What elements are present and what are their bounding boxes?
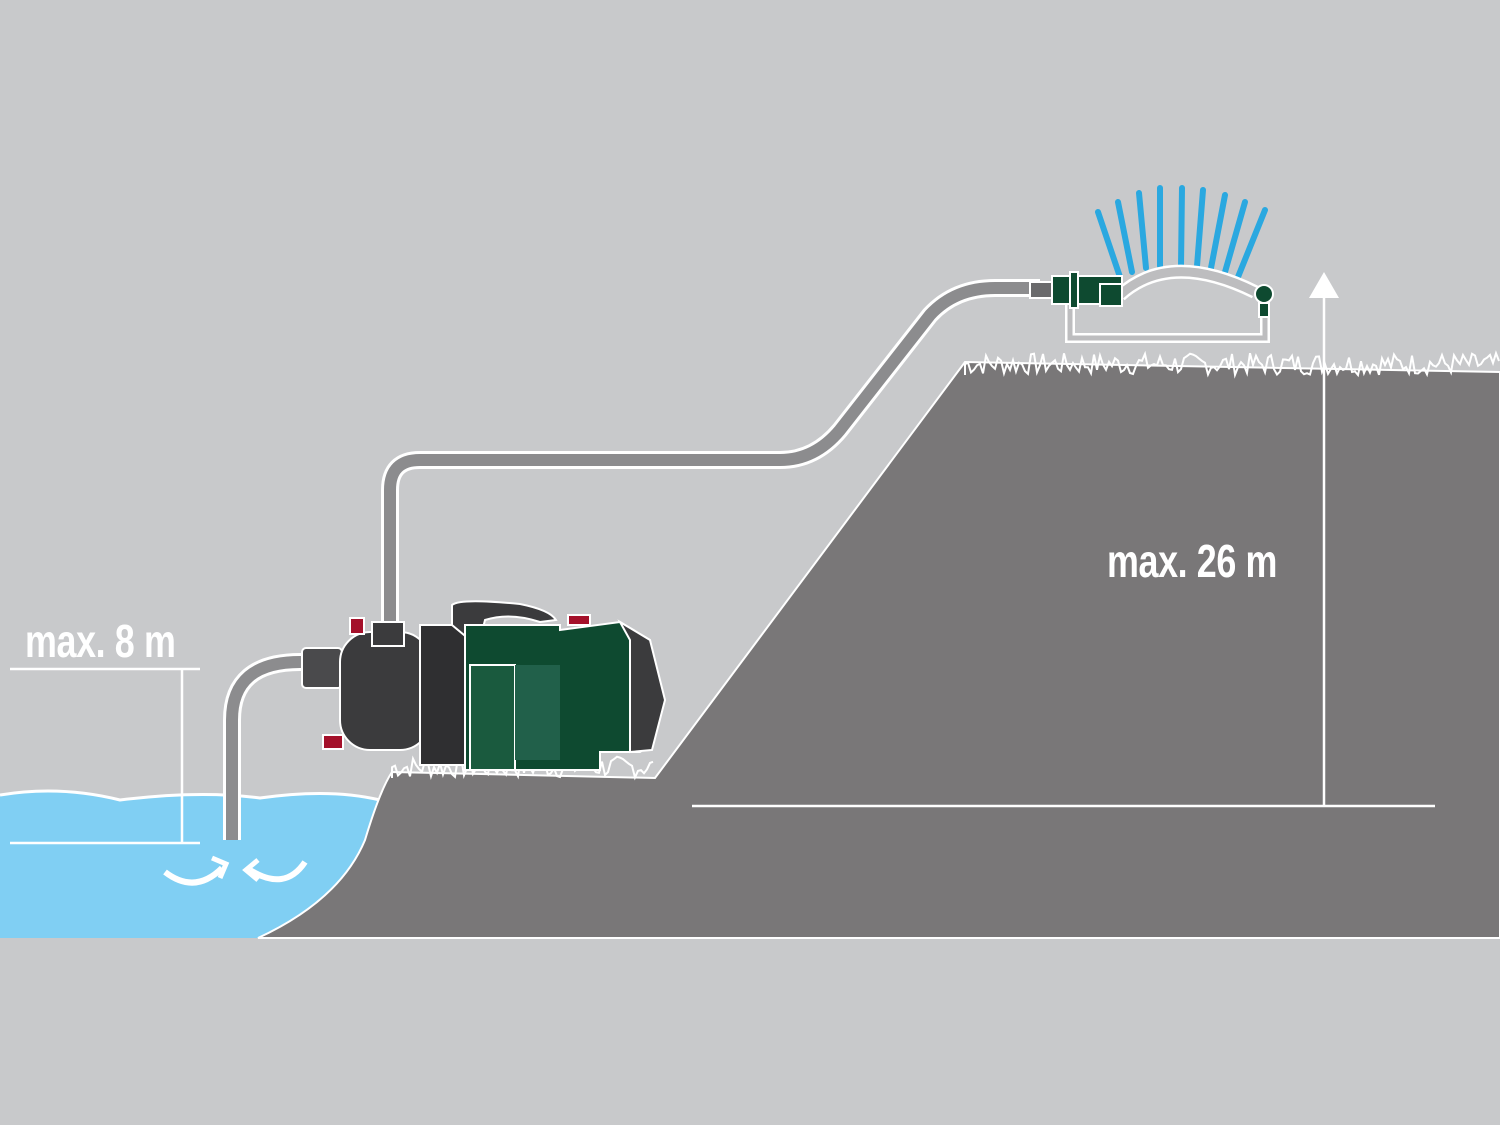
pressure-hose: [384, 282, 1040, 625]
lawn-sprinkler: [1029, 185, 1274, 343]
motor-end-cap: [617, 619, 667, 754]
water-intake-arrows: [163, 855, 308, 886]
swirl-arrow-left-icon: [163, 865, 225, 886]
cooling-vents: [469, 664, 516, 771]
delivery-height-label: max. 26 m: [1107, 535, 1278, 587]
suction-height-label: max. 8 m: [25, 615, 176, 667]
water-spray-icon: [1095, 185, 1268, 280]
fill-plug-icon: [349, 617, 365, 635]
grass-blades: [964, 350, 1500, 379]
arrow-head-icon: [211, 855, 230, 879]
water-surface: [0, 789, 381, 802]
suction-hose: [226, 656, 310, 840]
pump-outlet: [371, 621, 405, 647]
water: [0, 791, 380, 938]
motor-panel: [515, 665, 560, 760]
arrow-head-icon: [242, 858, 260, 882]
pump-inlet: [301, 647, 343, 689]
swirl-arrow-right-icon: [248, 860, 308, 883]
arrow-up-icon: [1309, 272, 1339, 298]
drain-plug-icon: [322, 734, 344, 750]
pump-flange: [419, 624, 466, 766]
pump-housing: [339, 631, 431, 751]
garden-pump: [301, 600, 667, 771]
measurement-lines: [10, 295, 1435, 845]
power-switch-icon: [567, 614, 591, 626]
